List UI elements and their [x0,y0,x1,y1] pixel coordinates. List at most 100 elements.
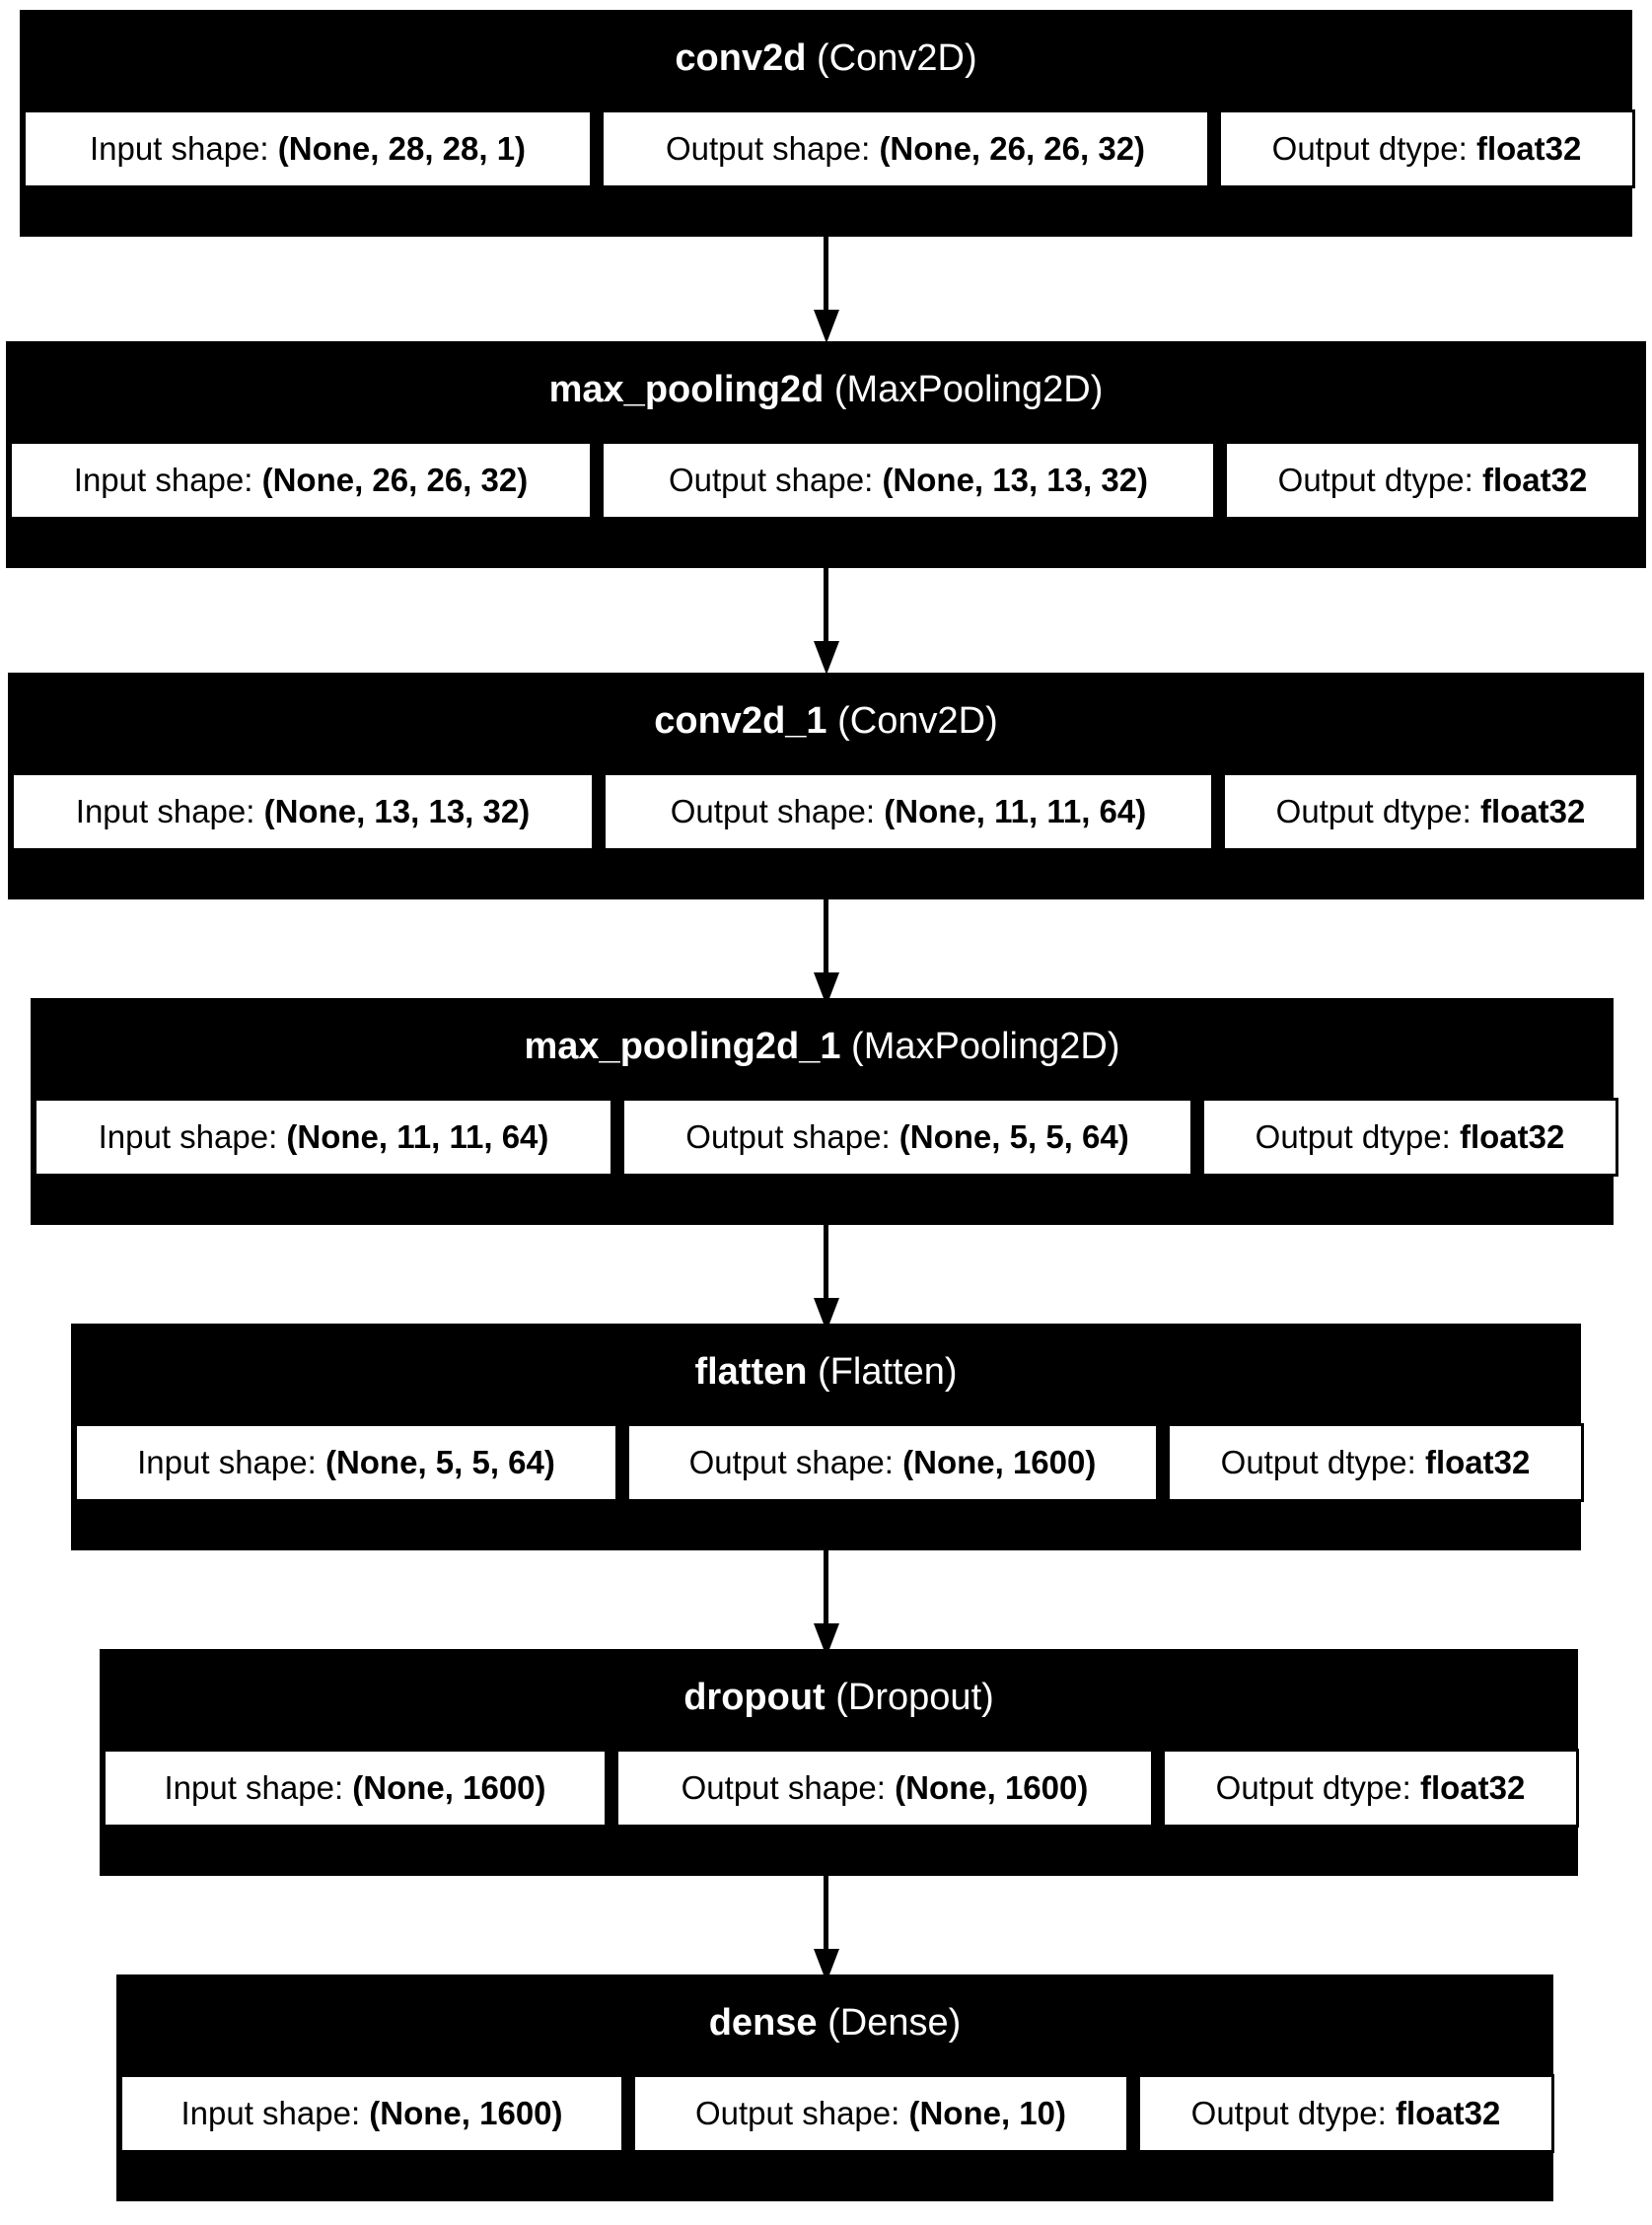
layer-title-dropout: dropout (Dropout) [103,1652,1575,1749]
field-output-dtype: Output dtype: float32 [1224,440,1641,520]
field-value: float32 [1475,129,1582,167]
field-output-shape: Output shape: (None, 1600) [615,1748,1154,1828]
field-output-shape: Output shape: (None, 13, 13, 32) [601,440,1216,520]
layer-fields-dropout: Input shape: (None, 1600) Output shape: … [103,1748,1579,1831]
field-value: (None, 10) [908,2094,1067,2131]
field-output-shape: Output shape: (None, 26, 26, 32) [601,108,1210,188]
field-label: Output shape: [670,792,876,829]
field-value: float32 [1459,1117,1565,1155]
layer-name: conv2d [675,37,807,79]
field-value: (None, 1600) [895,1768,1089,1806]
field-label: Input shape: [98,1117,278,1155]
field-value: (None, 5, 5, 64) [898,1117,1129,1155]
layer-node-flatten[interactable]: flatten (Flatten) Input shape: (None, 5,… [71,1324,1584,1550]
field-input-shape: Input shape: (None, 5, 5, 64) [74,1422,618,1502]
field-output-shape: Output shape: (None, 11, 11, 64) [603,771,1214,851]
layer-name: dropout [683,1677,826,1718]
layer-title-max-pooling2d: max_pooling2d (MaxPooling2D) [9,344,1643,441]
edge-conv2d-to-max-pooling2d [812,237,841,343]
field-value: (None, 11, 11, 64) [286,1117,549,1155]
field-output-dtype: Output dtype: float32 [1167,1422,1584,1502]
layer-node-dropout[interactable]: dropout (Dropout) Input shape: (None, 16… [100,1649,1579,1876]
layer-title-conv2d-1: conv2d_1 (Conv2D) [11,676,1641,772]
field-output-dtype: Output dtype: float32 [1222,771,1639,851]
field-label: Input shape: [89,129,269,167]
field-value: (None, 13, 13, 32) [263,792,531,829]
layer-fields-flatten: Input shape: (None, 5, 5, 64) Output sha… [74,1422,1584,1506]
layer-class: (MaxPooling2D) [851,1026,1120,1067]
field-label: Output shape: [665,129,871,167]
field-label: Output shape: [668,461,874,498]
layer-node-max-pooling2d[interactable]: max_pooling2d (MaxPooling2D) Input shape… [6,341,1646,568]
field-label: Output dtype: [1220,1443,1416,1480]
field-output-shape: Output shape: (None, 1600) [626,1422,1159,1502]
field-label: Output shape: [694,2094,900,2131]
field-value: (None, 1600) [902,1443,1097,1480]
field-label: Input shape: [164,1768,344,1806]
layer-class: (Dropout) [835,1677,994,1718]
layer-node-conv2d[interactable]: conv2d (Conv2D) Input shape: (None, 28, … [20,10,1635,237]
field-value: float32 [1481,461,1588,498]
field-value: float32 [1395,2094,1501,2131]
field-output-shape: Output shape: (None, 10) [632,2073,1129,2153]
layer-node-dense[interactable]: dense (Dense) Input shape: (None, 1600) … [116,1974,1554,2201]
field-value: float32 [1419,1768,1526,1806]
layer-name: max_pooling2d [548,369,825,410]
layer-class: (Conv2D) [837,700,998,742]
field-input-shape: Input shape: (None, 13, 13, 32) [11,771,595,851]
layer-node-max-pooling2d-1[interactable]: max_pooling2d_1 (MaxPooling2D) Input sha… [31,998,1618,1225]
field-label: Output shape: [688,1443,894,1480]
layer-fields-dense: Input shape: (None, 1600) Output shape: … [119,2073,1554,2157]
layer-class: (MaxPooling2D) [833,369,1104,410]
layer-fields-max-pooling2d: Input shape: (None, 26, 26, 32) Output s… [9,440,1643,524]
layer-node-conv2d-1[interactable]: conv2d_1 (Conv2D) Input shape: (None, 13… [8,673,1644,899]
layer-name: dense [708,2002,818,2044]
field-value: (None, 1600) [352,1768,546,1806]
layer-fields-max-pooling2d-1: Input shape: (None, 11, 11, 64) Output s… [34,1097,1618,1181]
field-input-shape: Input shape: (None, 1600) [119,2073,624,2153]
layer-title-flatten: flatten (Flatten) [74,1327,1578,1423]
field-value: (None, 26, 26, 32) [261,461,529,498]
edge-flatten-to-dropout [812,1550,841,1657]
field-value: float32 [1479,792,1586,829]
field-label: Output dtype: [1277,461,1473,498]
field-input-shape: Input shape: (None, 26, 26, 32) [9,440,593,520]
field-output-shape: Output shape: (None, 5, 5, 64) [621,1097,1193,1177]
field-value: (None, 1600) [369,2094,563,2131]
layer-title-dense: dense (Dense) [119,1977,1550,2074]
layer-class: (Dense) [827,2002,962,2044]
field-label: Output dtype: [1190,2094,1387,2131]
field-label: Input shape: [137,1443,317,1480]
layer-name: max_pooling2d_1 [524,1026,841,1067]
field-input-shape: Input shape: (None, 28, 28, 1) [23,108,593,188]
field-input-shape: Input shape: (None, 1600) [103,1748,608,1828]
edge-max-pooling2d-1-to-flatten [812,1225,841,1331]
layer-class: (Flatten) [818,1351,958,1393]
field-value: (None, 11, 11, 64) [884,792,1147,829]
field-label: Output shape: [685,1117,891,1155]
field-value: (None, 13, 13, 32) [882,461,1149,498]
field-value: float32 [1424,1443,1531,1480]
field-output-dtype: Output dtype: float32 [1162,1748,1579,1828]
field-label: Input shape: [75,792,255,829]
field-value: (None, 28, 28, 1) [277,129,527,167]
field-value: (None, 5, 5, 64) [324,1443,555,1480]
layer-fields-conv2d: Input shape: (None, 28, 28, 1) Output sh… [23,108,1635,192]
field-output-dtype: Output dtype: float32 [1137,2073,1554,2153]
field-label: Output dtype: [1271,129,1468,167]
field-output-dtype: Output dtype: float32 [1201,1097,1618,1177]
field-label: Output shape: [681,1768,886,1806]
field-value: (None, 26, 26, 32) [879,129,1146,167]
edge-conv2d-1-to-max-pooling2d-1 [812,899,841,1006]
layer-name: flatten [694,1351,808,1393]
field-label: Input shape: [180,2094,361,2131]
field-label: Output dtype: [1255,1117,1451,1155]
edge-max-pooling2d-to-conv2d-1 [812,568,841,675]
field-label: Output dtype: [1215,1768,1411,1806]
field-label: Input shape: [73,461,253,498]
layer-title-max-pooling2d-1: max_pooling2d_1 (MaxPooling2D) [34,1001,1611,1098]
edge-dropout-to-dense [812,1876,841,1982]
layer-fields-conv2d-1: Input shape: (None, 13, 13, 32) Output s… [11,771,1641,855]
layer-class: (Conv2D) [817,37,977,79]
